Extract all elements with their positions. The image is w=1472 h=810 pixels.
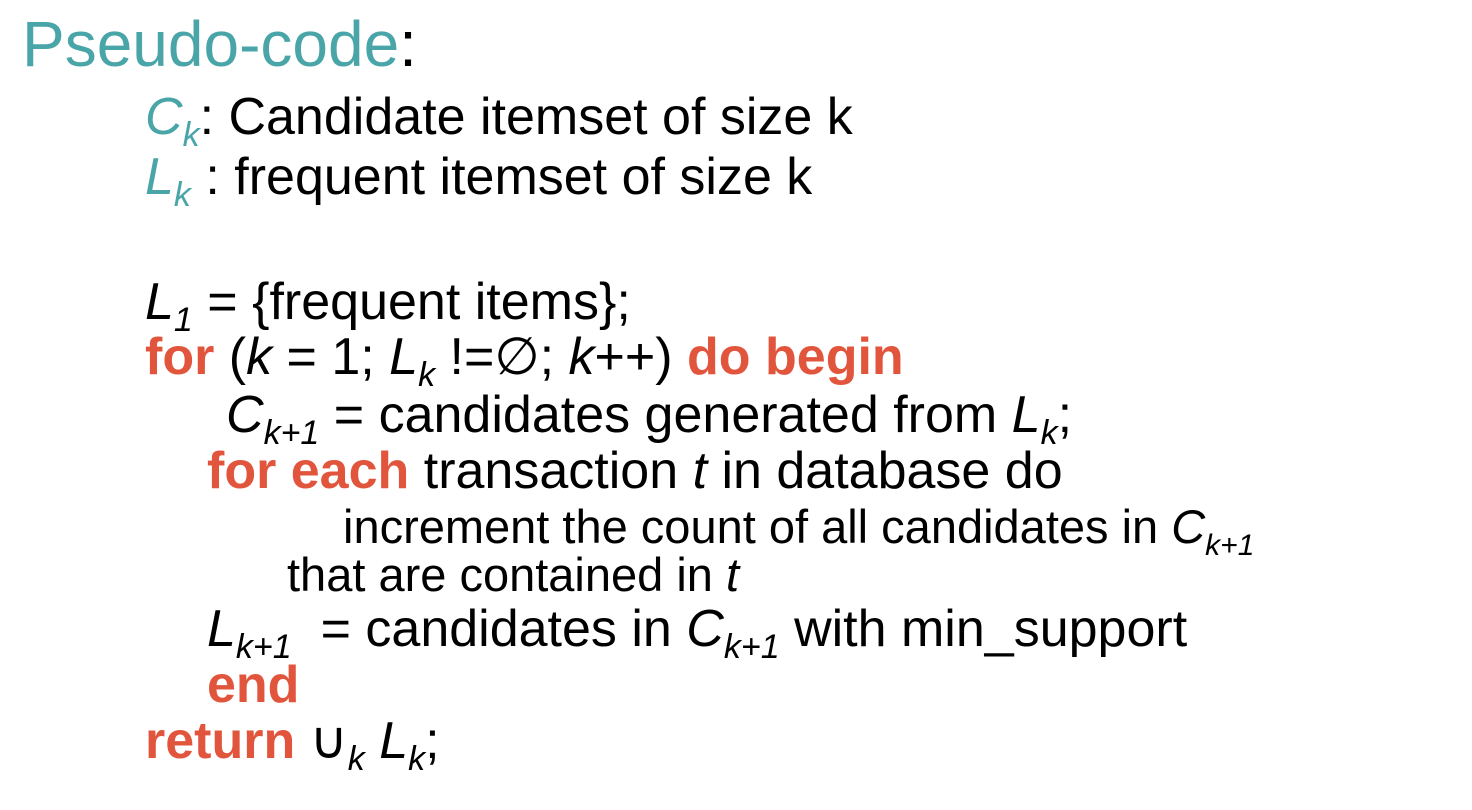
- code-line-contained: that are contained in t: [287, 551, 739, 598]
- foreach-text2: in database do: [707, 442, 1063, 500]
- contained-text: that are contained in: [287, 548, 726, 601]
- lk-subscript: k: [173, 176, 191, 214]
- code-line-increment: increment the count of all candidates in…: [343, 500, 1254, 561]
- lnext-subscript: k+1: [235, 628, 292, 666]
- ck-symbol: C: [145, 88, 183, 146]
- code-line-candidate-gen: Ck+1 = candidates generated from Lk;: [226, 386, 1073, 450]
- for-open: (: [214, 328, 247, 386]
- title-text: Pseudo-code: [22, 8, 400, 80]
- code-line-l1: L1 = {frequent items};: [145, 273, 631, 337]
- union-symbol: ∪: [295, 712, 348, 770]
- for-var-k: k: [246, 328, 273, 386]
- for-condition: !=∅;: [435, 328, 569, 386]
- for-var-k2: k: [568, 328, 595, 386]
- union-subscript: k: [347, 740, 365, 778]
- lk-description: : frequent itemset of size k: [190, 148, 813, 206]
- do-begin-keyword: do begin: [687, 328, 904, 386]
- definition-lk: Lk : frequent itemset of size k: [145, 148, 813, 212]
- cgen-subscript: k+1: [263, 414, 320, 452]
- for-L-subscript: k: [418, 356, 436, 394]
- code-line-lnext: Lk+1 = candidates in Ck+1 with min_suppo…: [207, 600, 1188, 664]
- return-L: L: [364, 712, 409, 770]
- foreach-keyword: for each: [207, 442, 410, 500]
- code-line-end: end: [207, 659, 299, 711]
- code-line-return: return ∪k Lk;: [145, 712, 440, 776]
- definition-ck: Ck: Candidate itemset of size k: [145, 88, 853, 152]
- l1-symbol: L: [145, 273, 174, 331]
- lnext-text: = candidates in: [291, 600, 687, 658]
- l1-subscript: 1: [173, 301, 193, 339]
- lnext-C: C: [686, 600, 724, 658]
- incr-subscript: k+1: [1205, 529, 1255, 562]
- code-line-for: for (k = 1; Lk !=∅; k++) do begin: [145, 328, 904, 392]
- cgen-L: L: [1011, 386, 1041, 444]
- ck-subscript: k: [182, 116, 200, 154]
- for-var-L: L: [389, 328, 419, 386]
- lnext-L: L: [207, 600, 236, 658]
- contained-t: t: [725, 548, 740, 601]
- incr-text: increment the count of all candidates in: [343, 500, 1172, 553]
- lnext-text2: with min_support: [779, 600, 1188, 658]
- cgen-C: C: [226, 386, 264, 444]
- cgen-text: = candidates generated from: [319, 386, 1012, 444]
- incr-C: C: [1171, 500, 1206, 553]
- end-keyword: end: [207, 656, 300, 714]
- l1-text: = {frequent items};: [192, 273, 631, 331]
- for-keyword: for: [145, 328, 215, 386]
- page-title: Pseudo-code:: [22, 12, 417, 76]
- cgen-L-subscript: k: [1040, 414, 1058, 452]
- foreach-t: t: [692, 442, 708, 500]
- return-L-subscript: k: [408, 740, 426, 778]
- cgen-end: ;: [1057, 386, 1073, 444]
- code-line-foreach: for each transaction t in database do: [207, 445, 1063, 497]
- ck-description: : Candidate itemset of size k: [199, 88, 853, 146]
- for-close: ++): [594, 328, 688, 386]
- foreach-text1: transaction: [409, 442, 693, 500]
- return-end: ;: [425, 712, 440, 770]
- lnext-C-subscript: k+1: [723, 628, 780, 666]
- title-colon: :: [399, 8, 417, 80]
- lk-symbol: L: [145, 148, 174, 206]
- return-keyword: return: [145, 712, 296, 770]
- for-init: = 1;: [272, 328, 390, 386]
